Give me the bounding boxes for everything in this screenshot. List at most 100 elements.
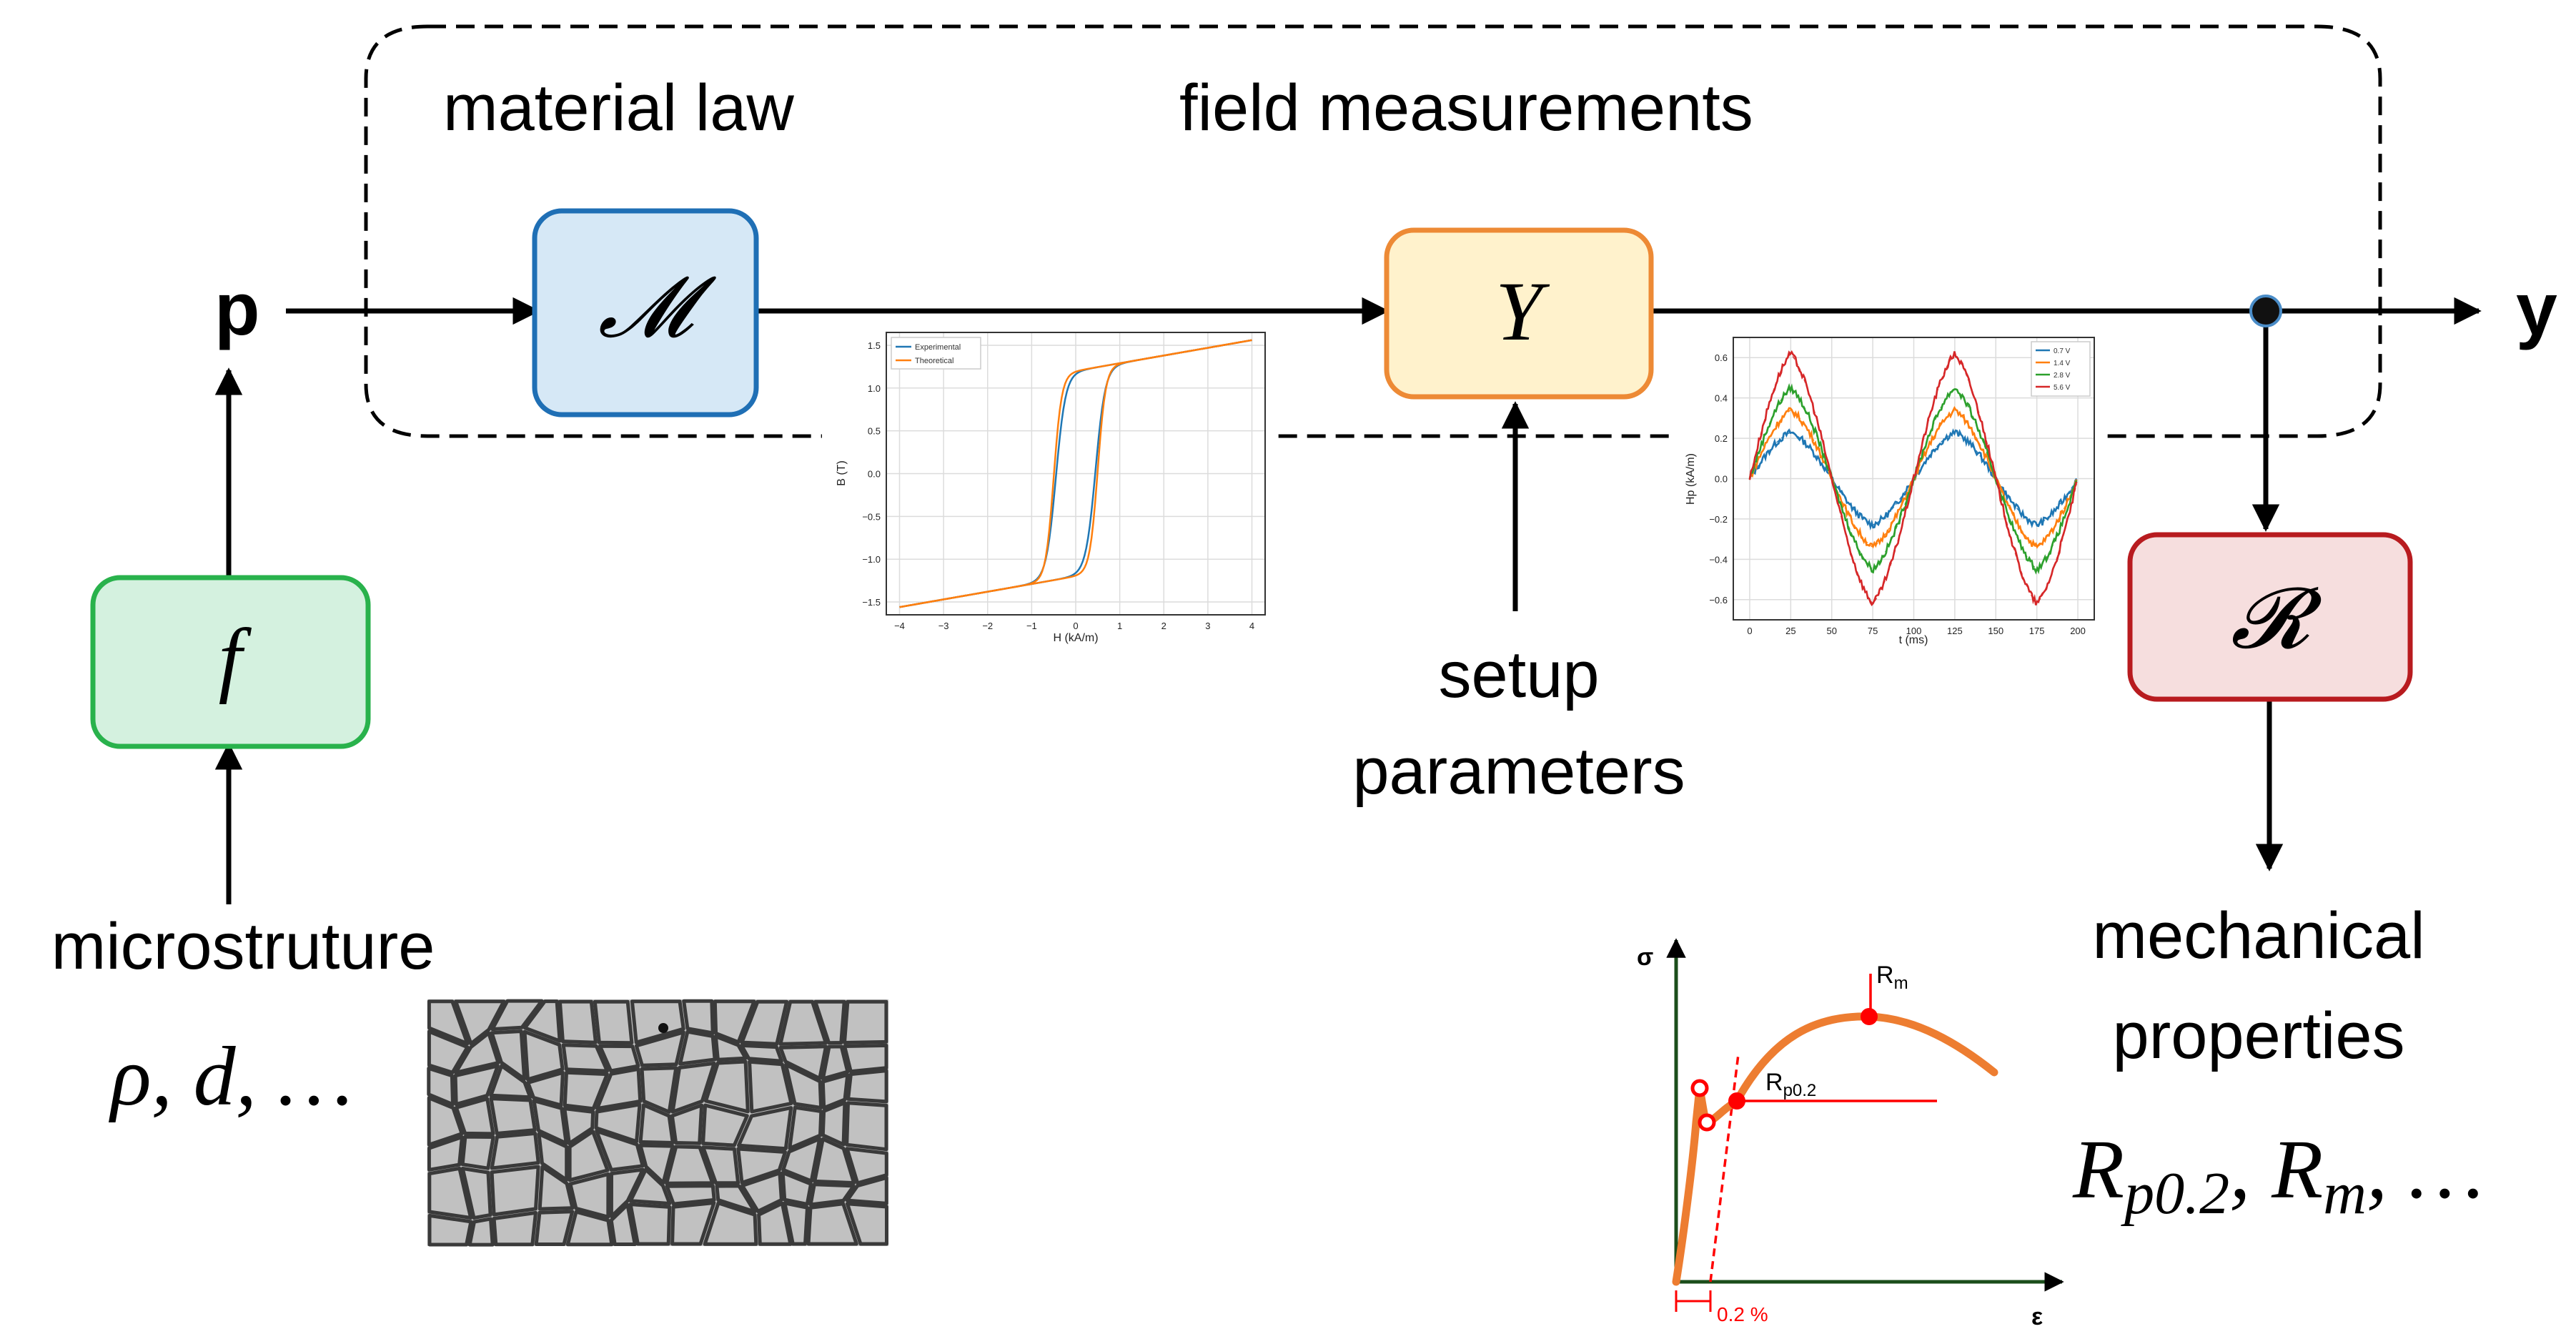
grain: [563, 1107, 595, 1145]
grain: [781, 1137, 822, 1183]
grain: [670, 1061, 716, 1114]
grain: [846, 1069, 888, 1104]
hyst-ytick: 1.5: [868, 340, 881, 351]
f-box-frame: [90, 575, 371, 749]
hyst-xtick: −3: [938, 621, 949, 631]
grain: [427, 999, 470, 1046]
grain: [538, 1165, 575, 1211]
R-symbol: 𝓡: [2231, 572, 2323, 666]
mech-params: Rp0.2, Rm, …: [2072, 1122, 2484, 1227]
grain: [630, 999, 685, 1044]
grain: [628, 1202, 672, 1246]
grain: [460, 1167, 492, 1220]
grain: [534, 1210, 575, 1246]
forward-model-region: [364, 24, 2382, 438]
grain: [598, 1044, 640, 1073]
hyst-ytick: 0.0: [868, 469, 881, 480]
field-frame: [1733, 337, 2095, 621]
grain: [427, 1096, 464, 1147]
grain: [845, 1202, 888, 1246]
field-ytick: −0.4: [1709, 554, 1728, 565]
mech-label-line1: mechanical: [2092, 899, 2424, 972]
y-label: y: [2516, 268, 2557, 351]
grain: [454, 1031, 500, 1074]
hyst-ytick: 0.5: [868, 426, 881, 437]
field-xtick: 50: [1826, 626, 1836, 636]
field-legend-entry: 1.4 V: [2054, 360, 2071, 367]
grain: [522, 1029, 565, 1082]
hysteresis-grid: [886, 332, 1265, 615]
grain: [703, 1201, 758, 1246]
stress-strain-plot: σ ε Rm Rp0.2 0.2 %: [1637, 938, 2064, 1330]
hyst-xtick: 2: [1161, 621, 1166, 631]
field-xtick: 25: [1785, 626, 1795, 636]
grain: [532, 1099, 568, 1145]
grain: [715, 1184, 757, 1214]
grain: [537, 1132, 569, 1182]
grain: [736, 1147, 787, 1185]
grain: [526, 1070, 565, 1107]
M-box-frame: [532, 208, 759, 418]
hyst-ytick: −0.5: [862, 511, 881, 522]
grain: [561, 1043, 609, 1073]
field-xtick: 0: [1747, 626, 1752, 636]
grain: [638, 1103, 675, 1145]
upper-yield-marker: [1690, 1079, 1709, 1097]
field-xlabel: t (ms): [1899, 634, 1928, 646]
grain: [845, 1175, 888, 1205]
grain: [843, 1043, 888, 1074]
grain: [757, 1201, 793, 1246]
hyst-xtick: −4: [894, 621, 905, 631]
grain: [665, 1184, 716, 1206]
grain: [713, 1034, 748, 1062]
rp-marker: [1728, 1092, 1745, 1110]
field-ylabel: Hp (kA/m): [1685, 453, 1697, 505]
field-xtick: 175: [2029, 626, 2045, 636]
grain: [427, 1213, 473, 1247]
hyst-xtick: 4: [1249, 621, 1254, 631]
micro-params: ρ, d, …: [109, 1029, 353, 1123]
sigma-label: σ: [1637, 944, 1653, 971]
rm-marker: [1861, 1008, 1878, 1025]
grain: [454, 1097, 495, 1136]
grain: [740, 999, 789, 1046]
grain: [740, 1043, 783, 1063]
grain: [781, 1170, 813, 1206]
grain: [783, 1201, 809, 1246]
epsilon-label: ε: [2031, 1303, 2043, 1330]
legend-theoretical: Theoretical: [915, 357, 953, 365]
grain: [453, 1064, 500, 1107]
grain: [563, 1070, 609, 1111]
grain: [701, 1145, 740, 1185]
grain: [628, 1167, 672, 1205]
grain: [813, 999, 846, 1045]
grain: [492, 1210, 538, 1247]
grain: [788, 1105, 823, 1150]
grain: [821, 1044, 850, 1081]
microstructure-image: [427, 999, 888, 1247]
microstructure-label: microstruture: [51, 910, 435, 983]
mech-label-line2: properties: [2112, 999, 2404, 1072]
field-ytick: −0.6: [1709, 595, 1728, 606]
grain: [821, 1072, 850, 1110]
offset-label: 0.2 %: [1717, 1303, 1768, 1325]
grain: [813, 1137, 856, 1185]
field-xtick: 75: [1868, 626, 1878, 636]
hyst-xtick: 0: [1073, 621, 1078, 631]
hyst-theoretical-down: [899, 339, 1252, 608]
hyst-ytick: 1.0: [868, 383, 881, 394]
grain: [634, 1030, 685, 1067]
field-legend-entry: 5.6 V: [2054, 384, 2071, 392]
grain: [678, 1029, 717, 1066]
grain: [740, 1171, 783, 1213]
grain: [843, 999, 888, 1044]
grain: [568, 1172, 610, 1219]
grain: [568, 1130, 610, 1182]
grain: [490, 999, 544, 1032]
p-label: p: [214, 268, 260, 351]
grain: [489, 1064, 532, 1100]
field-ytick: 0.0: [1715, 474, 1728, 485]
